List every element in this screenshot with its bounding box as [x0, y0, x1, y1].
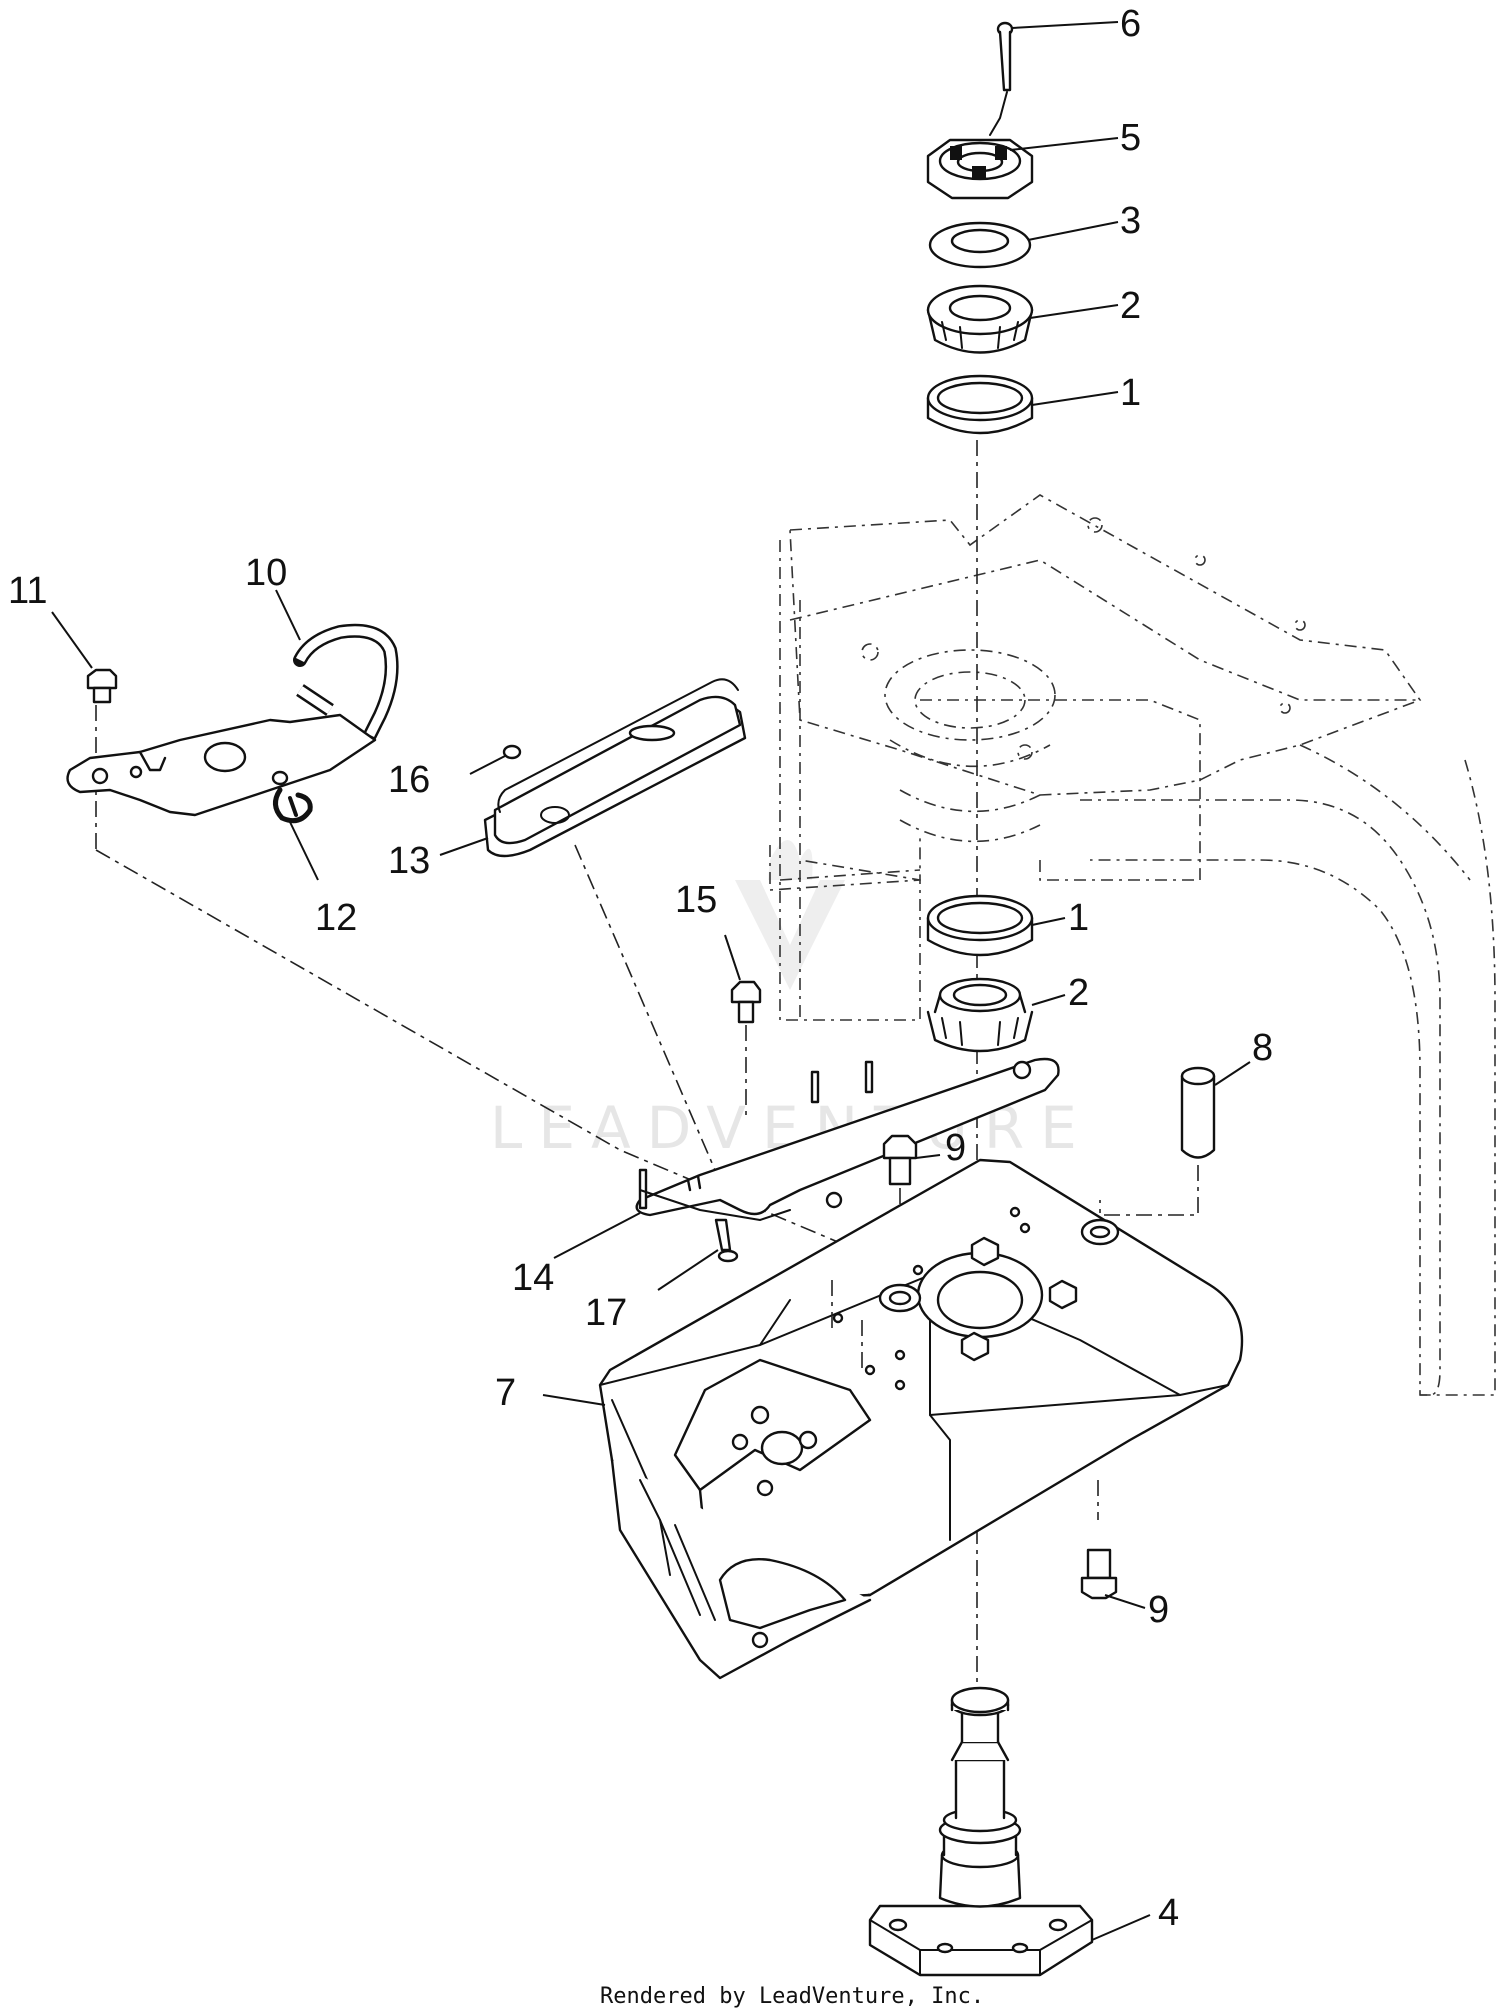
caster-spindle — [868, 1686, 1094, 1977]
callout-14: 14 — [512, 1257, 554, 1299]
callout-11: 11 — [8, 570, 47, 612]
bearing-cup-upper — [926, 374, 1034, 435]
washer — [928, 221, 1032, 269]
callout-6: 6 — [1120, 3, 1141, 45]
spring-clip — [273, 787, 313, 824]
bracket-mount-axis — [95, 849, 846, 1246]
callout-7: 7 — [495, 1372, 516, 1414]
callout-9-upper: 9 — [945, 1127, 966, 1169]
bearing-cone-lower — [926, 977, 1034, 1053]
cover-axis — [574, 844, 716, 1171]
bolt-11 — [86, 668, 118, 704]
callout-17: 17 — [585, 1292, 627, 1334]
castle-nut — [926, 138, 1034, 200]
callout-1-lower: 1 — [1068, 897, 1089, 939]
bearing-cone-upper — [926, 284, 1034, 354]
bolt-9-lower — [1080, 1548, 1118, 1600]
callout-12: 12 — [315, 897, 357, 939]
leader-lines — [51, 21, 1251, 1941]
callout-3: 3 — [1120, 200, 1141, 242]
callouts: 6 5 3 2 1 11 10 16 13 12 15 1 2 8 9 14 1… — [8, 3, 1273, 1934]
bracket-plate — [66, 713, 377, 817]
callout-10: 10 — [245, 552, 287, 594]
cotter-pin — [989, 21, 1014, 136]
bolt-9-upper — [882, 1134, 918, 1186]
j-hook — [293, 623, 399, 742]
frame-phantom — [769, 494, 1496, 1396]
pin-axis — [1099, 1165, 1199, 1216]
caster-mount — [598, 1158, 1244, 1680]
callout-1-upper: 1 — [1120, 372, 1141, 414]
bearing-cup-lower — [926, 894, 1034, 957]
callout-2-upper: 2 — [1120, 285, 1141, 327]
callout-9-lower: 9 — [1148, 1589, 1169, 1631]
callout-4: 4 — [1158, 1892, 1179, 1934]
callout-16: 16 — [388, 759, 430, 801]
plug — [502, 744, 522, 760]
callout-13: 13 — [388, 840, 430, 882]
control-cover — [483, 678, 747, 858]
callout-8: 8 — [1252, 1027, 1273, 1069]
callout-2-lower: 2 — [1068, 972, 1089, 1014]
pin — [1180, 1066, 1216, 1159]
callout-15: 15 — [675, 879, 717, 921]
switch-plate — [635, 1057, 1060, 1221]
screw — [714, 1218, 739, 1263]
callout-5: 5 — [1120, 117, 1141, 159]
bolt-15 — [730, 980, 762, 1024]
render-credit: Rendered by LeadVenture, Inc. — [600, 1984, 984, 2009]
